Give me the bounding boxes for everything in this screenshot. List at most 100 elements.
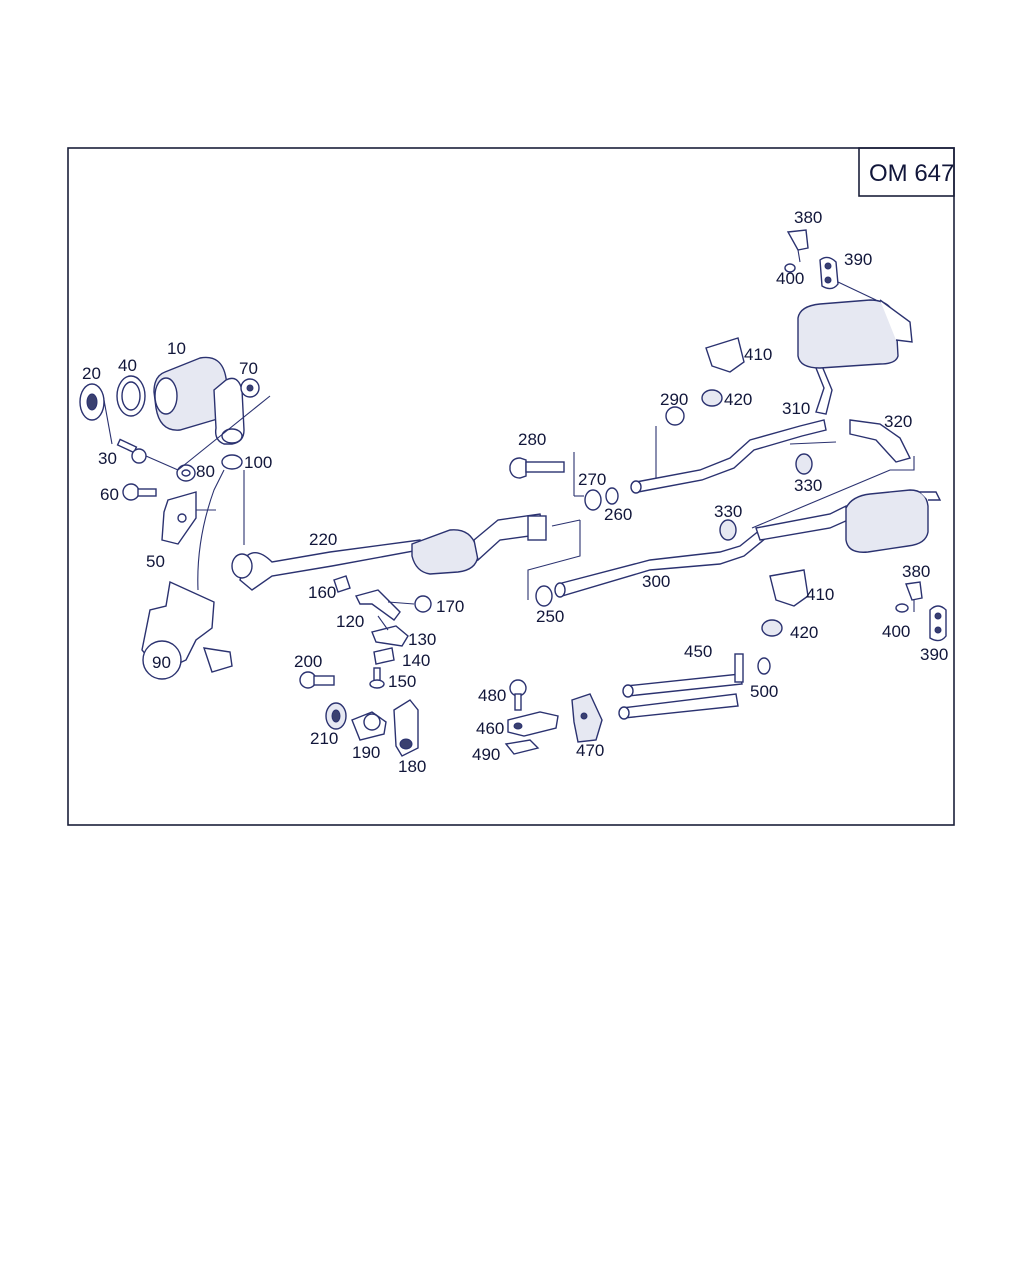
- part-490-plate[interactable]: [504, 739, 540, 755]
- part-420-mount-upper[interactable]: [701, 389, 723, 407]
- part-410-bracket-lower[interactable]: [769, 569, 809, 607]
- part-50-bracket[interactable]: [161, 491, 197, 545]
- part-390-rubber-hanger-upper[interactable]: [819, 256, 839, 290]
- part-390-rubber-hanger-lower[interactable]: [929, 605, 947, 642]
- callout-140: 140: [402, 651, 430, 670]
- callout-130: 130: [408, 630, 436, 649]
- part-150-bolt[interactable]: [369, 667, 385, 689]
- part-140-washer[interactable]: [373, 647, 395, 665]
- part-470-rubber-mount[interactable]: [571, 693, 603, 743]
- part-260-seal[interactable]: [605, 487, 619, 505]
- callout-100: 100: [244, 453, 272, 472]
- callout-30: 30: [98, 449, 117, 468]
- callout-labels: 10 20 30 40 50 60 70 80 90 100 120 130 1…: [82, 208, 948, 776]
- part-420-mount-lower[interactable]: [761, 619, 783, 637]
- callout-390-upper: 390: [844, 250, 872, 269]
- callout-380-lower: 380: [902, 562, 930, 581]
- callout-70: 70: [239, 359, 258, 378]
- part-160-clip[interactable]: [333, 575, 351, 593]
- part-80-bushing[interactable]: [176, 464, 196, 482]
- callout-410-upper: 410: [744, 345, 772, 364]
- part-rear-muffler-upper[interactable]: [797, 299, 913, 369]
- leader-lines-250: [527, 519, 581, 600]
- part-330-mount-lower[interactable]: [719, 519, 737, 541]
- part-410-bracket-upper[interactable]: [705, 337, 745, 373]
- leader-lines-front: [103, 395, 271, 545]
- part-190-bushing[interactable]: [351, 711, 387, 741]
- callout-80: 80: [196, 462, 215, 481]
- callout-500: 500: [750, 682, 778, 701]
- part-330-mount-upper[interactable]: [795, 453, 813, 475]
- part-380-hanger-lower[interactable]: [905, 581, 923, 612]
- callout-180: 180: [398, 757, 426, 776]
- part-320-heat-shield-bracket[interactable]: [849, 419, 912, 463]
- part-220-front-pipe[interactable]: [231, 513, 547, 591]
- part-rear-muffler-lower[interactable]: [845, 489, 942, 553]
- part-70-nut[interactable]: [240, 378, 260, 398]
- part-400-nut-upper[interactable]: [784, 263, 796, 273]
- part-130-hanger[interactable]: [371, 625, 409, 647]
- part-170-nut[interactable]: [414, 595, 432, 613]
- callout-460: 460: [476, 719, 504, 738]
- callout-170: 170: [436, 597, 464, 616]
- callout-390-lower: 390: [920, 645, 948, 664]
- part-250-seal-ring[interactable]: [535, 585, 553, 607]
- leader-lines-middle: [377, 601, 415, 631]
- part-500-seal[interactable]: [757, 657, 771, 675]
- part-100-seal-ring[interactable]: [221, 454, 243, 470]
- callout-420-lower: 420: [790, 623, 818, 642]
- part-310-rear-pipe[interactable]: [630, 365, 833, 494]
- callout-330-upper: 330: [794, 476, 822, 495]
- callout-270: 270: [578, 470, 606, 489]
- callout-200: 200: [294, 652, 322, 671]
- callout-40: 40: [118, 356, 137, 375]
- engine-code-label: OM 647: [869, 160, 954, 187]
- callout-190: 190: [352, 743, 380, 762]
- part-20-clamp[interactable]: [79, 383, 105, 421]
- part-120-hanger-bracket[interactable]: [354, 589, 401, 621]
- callout-250: 250: [536, 607, 564, 626]
- part-210-rubber-mount[interactable]: [325, 702, 347, 730]
- part-460-bracket[interactable]: [507, 711, 559, 737]
- callout-420-upper: 420: [724, 390, 752, 409]
- part-180-bracket[interactable]: [393, 699, 419, 757]
- part-280-bolt[interactable]: [509, 457, 565, 479]
- part-10-catalytic-converter[interactable]: [153, 356, 245, 445]
- callout-470: 470: [576, 741, 604, 760]
- callout-210: 210: [310, 729, 338, 748]
- part-380-hanger-upper[interactable]: [786, 229, 809, 263]
- part-480-bolt[interactable]: [509, 679, 527, 711]
- callout-310: 310: [782, 399, 810, 418]
- part-200-bolt[interactable]: [299, 671, 335, 689]
- part-290-nut[interactable]: [665, 406, 685, 426]
- assembly-arrow-90: [197, 469, 225, 591]
- part-450-repair-pipe[interactable]: [618, 653, 744, 720]
- callout-50: 50: [146, 552, 165, 571]
- callout-290: 290: [660, 390, 688, 409]
- callout-60: 60: [100, 485, 119, 504]
- part-270-washer[interactable]: [584, 489, 602, 511]
- leader-390: [837, 281, 877, 301]
- diagram-frame: [67, 147, 955, 826]
- callout-400-upper: 400: [776, 269, 804, 288]
- part-60-bolt[interactable]: [122, 483, 157, 501]
- callout-400-lower: 400: [882, 622, 910, 641]
- callout-160: 160: [308, 583, 336, 602]
- callout-120: 120: [336, 612, 364, 631]
- callout-20: 20: [82, 364, 101, 383]
- part-40-gasket-ring[interactable]: [116, 375, 146, 417]
- callout-300: 300: [642, 572, 670, 591]
- callout-490: 490: [472, 745, 500, 764]
- callout-280: 280: [518, 430, 546, 449]
- part-90-heat-shield[interactable]: [141, 580, 233, 680]
- part-400-nut-lower[interactable]: [895, 603, 909, 613]
- callout-380-upper: 380: [794, 208, 822, 227]
- callout-320: 320: [884, 412, 912, 431]
- callout-410-lower: 410: [806, 585, 834, 604]
- callout-90: 90: [152, 653, 171, 672]
- callout-260: 260: [604, 505, 632, 524]
- leader-lines-rear: [751, 441, 915, 529]
- callout-480: 480: [478, 686, 506, 705]
- part-30-bolt[interactable]: [116, 438, 147, 464]
